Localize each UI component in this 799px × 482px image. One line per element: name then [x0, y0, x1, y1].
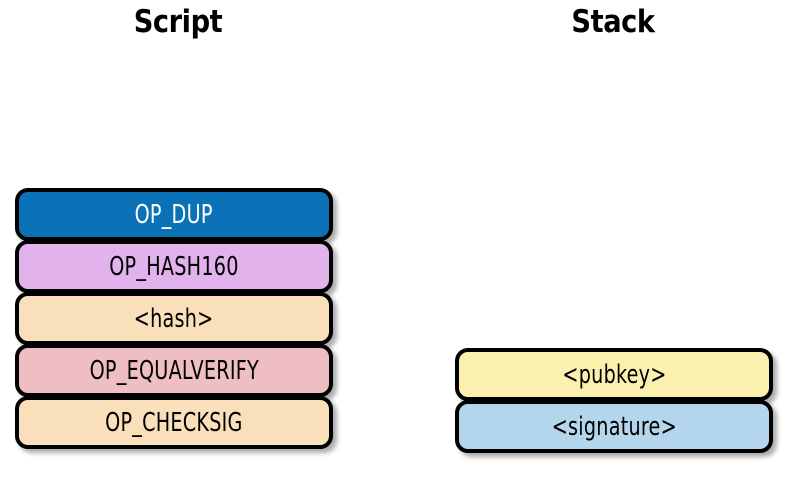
script-item-op-dup: OP_DUP — [15, 188, 333, 241]
stack-column-title: Stack — [571, 4, 655, 40]
stack-items-list: <pubkey> <signature> — [455, 348, 773, 453]
script-column-title: Script — [133, 4, 223, 40]
stack-item-label: <pubkey> — [561, 359, 667, 390]
script-item-label: OP_HASH160 — [109, 251, 239, 282]
script-item-op-hash160: OP_HASH160 — [15, 240, 333, 293]
script-item-label: OP_EQUALVERIFY — [89, 355, 259, 386]
script-item-op-equalverify: OP_EQUALVERIFY — [15, 344, 333, 397]
script-item-op-checksig: OP_CHECKSIG — [15, 396, 333, 449]
script-item-hash: <hash> — [15, 292, 333, 345]
script-item-label: OP_DUP — [134, 199, 214, 230]
script-item-label: <hash> — [134, 303, 214, 334]
stack-item-signature: <signature> — [455, 400, 773, 453]
script-stack-list: OP_DUP OP_HASH160 <hash> OP_EQUALVERIFY … — [15, 188, 333, 449]
stack-item-pubkey: <pubkey> — [455, 348, 773, 401]
script-item-label: OP_CHECKSIG — [105, 407, 243, 438]
stack-item-label: <signature> — [551, 411, 677, 442]
